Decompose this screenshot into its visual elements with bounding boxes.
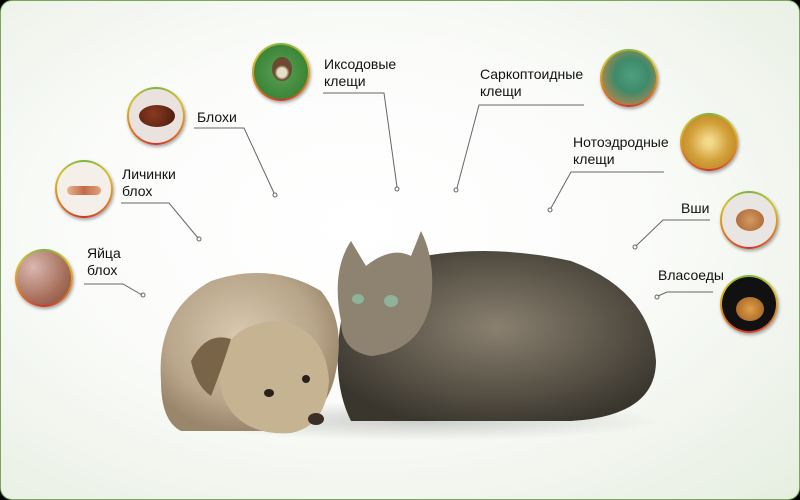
- louse-icon: [720, 191, 778, 249]
- flea-larvae-icon: [55, 160, 113, 218]
- tick-icon: [252, 43, 310, 101]
- flea-eggs-icon: [15, 249, 73, 307]
- chewing-louse-icon: [720, 275, 778, 333]
- notoedric-mite-icon: [680, 113, 738, 171]
- sarcoptic-mite-icon: [600, 49, 658, 107]
- label-lice: Вши: [681, 200, 710, 216]
- label-chewing-lice: Власоеды: [658, 267, 724, 283]
- puppy-and-cat-illustration: [160, 231, 661, 441]
- label-fleas: Блохи: [197, 109, 237, 125]
- flea-icon: [127, 87, 185, 145]
